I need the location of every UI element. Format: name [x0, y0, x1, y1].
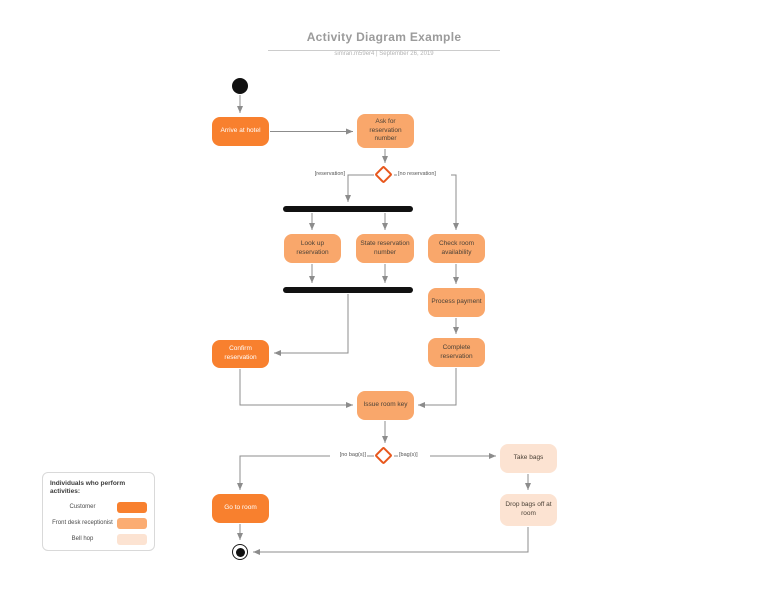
edge-label-no-bags: [no bag(s)] [330, 452, 367, 458]
legend-swatch-bell-hop [117, 533, 147, 545]
node-take-bags[interactable]: Take bags [500, 444, 557, 473]
end-node[interactable] [232, 544, 248, 560]
legend-label-bell-hop: Bell hop [71, 535, 94, 542]
edge-label-bags: [bag(s)] [398, 452, 430, 458]
fork-bar[interactable] [283, 206, 413, 212]
join-bar[interactable] [283, 287, 413, 293]
edge-label-reservation: [reservation] [306, 171, 346, 177]
legend-title: Individuals who perform activities: [50, 480, 126, 496]
legend-row-bell-hop: Bell hop [50, 533, 147, 545]
legend-swatch-front-desk [117, 517, 147, 529]
node-issue-room-key[interactable]: Issue room key [357, 391, 414, 420]
legend-swatch-customer [117, 501, 147, 513]
edge-label-no-reservation: [no reservation] [397, 171, 451, 177]
legend-label-customer: Customer [69, 503, 96, 510]
page-title: Activity Diagram Example [306, 30, 462, 44]
node-check-room-availability[interactable]: Check room availability [428, 234, 485, 263]
legend-label-front-desk: Front desk receptionist [52, 519, 113, 526]
diagram-header: Activity Diagram Example [268, 30, 500, 51]
node-confirm-reservation[interactable]: Confirm reservation [212, 340, 269, 368]
node-complete-reservation[interactable]: Complete reservation [428, 338, 485, 367]
end-node-core [235, 547, 245, 557]
node-arrive-at-hotel[interactable]: Arrive at hotel [212, 117, 269, 146]
page-subtitle: simran.m59er4 | September 26, 2019 [334, 51, 434, 57]
node-state-reservation-number[interactable]: State reservation number [356, 234, 414, 263]
legend-row-customer: Customer [50, 501, 147, 513]
node-drop-bags-off-at-room[interactable]: Drop bags off at room [500, 494, 557, 526]
node-process-payment[interactable]: Process payment [428, 288, 485, 317]
legend-row-front-desk: Front desk receptionist [50, 517, 147, 529]
start-node[interactable] [232, 78, 248, 94]
node-look-up-reservation[interactable]: Look up reservation [284, 234, 341, 263]
legend: Individuals who perform activities: Cust… [42, 472, 155, 551]
node-ask-for-reservation-number[interactable]: Ask for reservation number [357, 114, 414, 148]
node-go-to-room[interactable]: Go to room [212, 494, 269, 523]
